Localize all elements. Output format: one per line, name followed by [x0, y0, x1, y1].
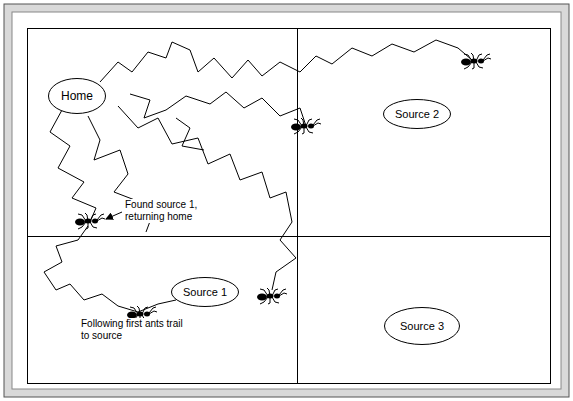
node-text: Home: [61, 89, 93, 103]
outer-frame: [4, 4, 569, 397]
ant-trails: [44, 40, 472, 312]
node-text: Source 2: [395, 108, 439, 120]
source-ellipse: Home: [48, 78, 106, 114]
field-border: [28, 29, 551, 384]
quadrant-line: [297, 28, 298, 384]
annotation-label: Found source 1, returning home: [124, 199, 212, 223]
leader-arrow: [106, 212, 122, 219]
ant-icon: [75, 213, 105, 229]
inner-ground: [12, 12, 561, 389]
annotation-label: Following first ants trail to source: [80, 318, 194, 342]
node-text: Source 3: [400, 320, 444, 332]
source-ellipse: Source 3: [384, 307, 460, 345]
node-text: Source 1: [183, 286, 227, 298]
ant-icon: [257, 288, 287, 304]
source-ellipse: Source 1: [171, 277, 239, 307]
quadrant-line: [27, 236, 551, 237]
source-ellipse: Source 2: [383, 99, 451, 129]
ant-icon: [461, 53, 491, 69]
ant-icon: [291, 118, 321, 134]
